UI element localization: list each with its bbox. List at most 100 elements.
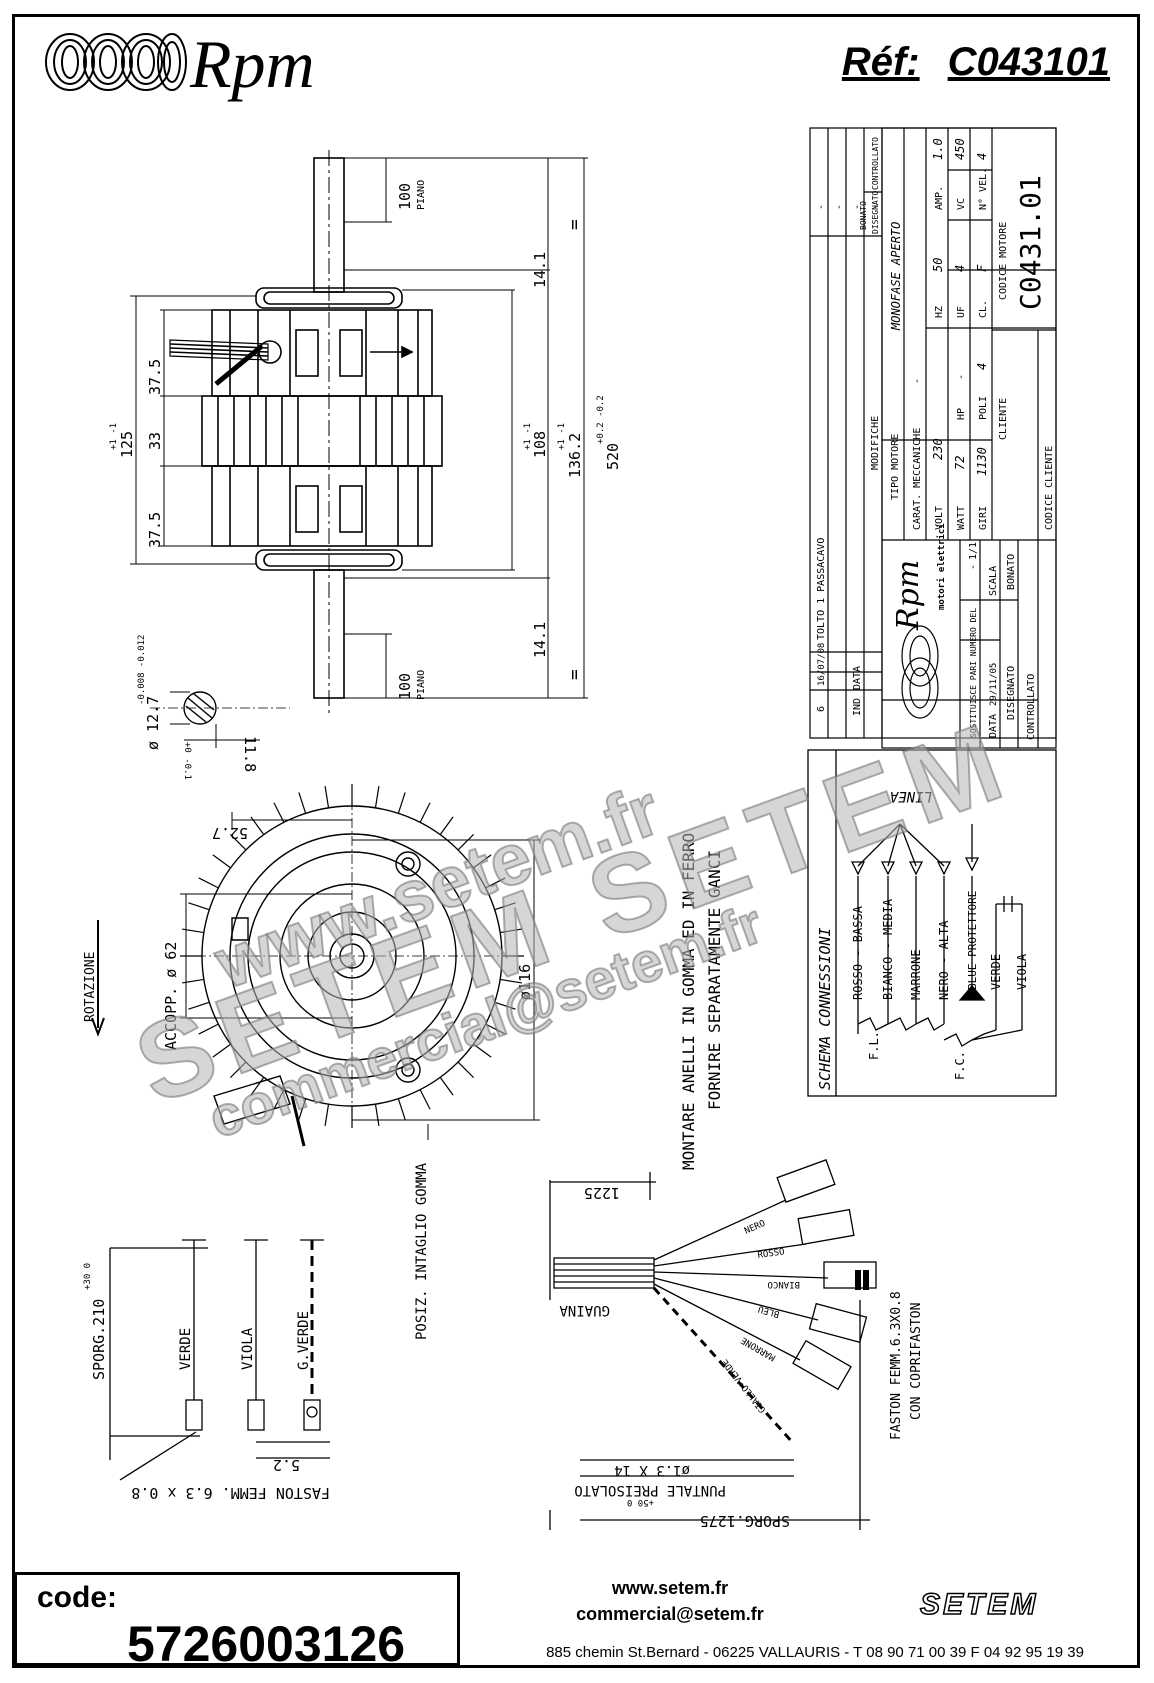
fornire-note: FORNIRE SEPARATAMENTE GANCI: [705, 850, 724, 1110]
lead-wire-bleu: BLEU: [757, 1303, 781, 1319]
code-value: 5726003126: [127, 1616, 406, 1672]
tb-rev-number: 6: [816, 706, 827, 712]
posiz-label: POSIZ. INTAGLIO GOMMA: [414, 1162, 430, 1340]
tb-carat-label: CARAT. MECCANICHE: [912, 428, 923, 530]
dim-520: 520: [604, 443, 622, 470]
footer-email[interactable]: commercial@setem.fr: [576, 1604, 764, 1624]
tb-bonato: BONATO: [859, 201, 868, 230]
brand-name: Rpm: [190, 26, 315, 102]
tb-uf-label: UF: [956, 306, 967, 318]
dim-136-tol: +1 -1: [557, 423, 567, 450]
dimension-texts: 100 PIANO 14.1 37.5 33 37.5 125 +1 -1 10…: [109, 180, 622, 700]
tb-codice-motore: C0431.01: [1014, 175, 1047, 310]
tb-dash-3: -: [852, 204, 863, 210]
tb-nvel: 4: [975, 153, 989, 160]
tb-hz: 50: [931, 258, 945, 272]
schema-fl: F.L.: [867, 1031, 881, 1060]
schema-wire-7: VIOLA: [1015, 953, 1029, 990]
schema-wire-1: ROSSO - BASSA: [851, 905, 865, 1000]
dim-eq-bottom: =: [564, 669, 585, 680]
dim-33: 33: [146, 432, 164, 450]
tb-scala: 1/1: [968, 542, 979, 560]
dim-125: 125: [118, 431, 136, 458]
tb-poli-label: POLI: [978, 396, 989, 420]
tb-dash-2: -: [834, 204, 845, 210]
cooling-fin: [212, 854, 232, 869]
tb-controllato-label: CONTROLLATO: [1026, 674, 1037, 740]
dim-shaft-dia: ø 12.7: [144, 696, 162, 750]
lead-puntale-dim: ø1.3 X 14: [614, 1462, 690, 1478]
schema-wire-3: MARRONE: [909, 949, 923, 1000]
dim-14-1-top: 14.1: [531, 252, 549, 288]
cooling-fin: [419, 1089, 431, 1110]
dim-52-7: 52.7: [212, 824, 248, 842]
dim-flat: 11.8: [241, 736, 259, 772]
front-fins: [180, 784, 524, 1128]
cooling-fin: [273, 1089, 285, 1110]
tb-cliente-label: CLIENTE: [998, 398, 1009, 440]
footer-website[interactable]: www.setem.fr: [611, 1578, 729, 1598]
tb-hz-label: HZ: [934, 306, 945, 318]
tb-vc: 450: [953, 138, 967, 160]
cooling-fin: [439, 1076, 454, 1096]
cooling-fin: [419, 802, 431, 823]
cooling-fin: [250, 1076, 265, 1096]
tb-amp-label: AMP.: [934, 186, 945, 210]
tb-watt: 72: [953, 456, 967, 470]
lead-puntale: PUNTALE PREISOLATO: [574, 1482, 726, 1498]
cooling-fin: [397, 1098, 406, 1120]
tb-disegnato-label: DISEGNATO: [1006, 666, 1017, 720]
ground-texts: VERDE VIOLA G.VERDE SPORG.210 +30 0 5.2 …: [83, 1263, 330, 1502]
ref-label: Réf:: [841, 40, 920, 84]
ground-faston-bottom: FASTON FEMM. 6.3 x 0.8: [131, 1484, 330, 1502]
tb-giri: 1130: [975, 447, 989, 476]
tb-vc-label: VC: [956, 198, 967, 210]
dim-100-top: 100: [396, 183, 414, 210]
dim-125-tol: +1 -1: [109, 423, 119, 450]
lead-sporg1275: SPORG.1275: [700, 1512, 790, 1530]
reference: Réf:C043101: [842, 40, 1110, 85]
tb-hp-label: HP: [956, 408, 967, 420]
cooling-fin: [457, 833, 475, 851]
shaft-section: [150, 691, 290, 748]
tb-poli: 4: [975, 363, 989, 370]
cooling-fin: [397, 792, 406, 814]
ground-viola: VIOLA: [240, 1327, 256, 1370]
title-block-texts: - - - - 6 16/07/08 TOLTO 1 PASSACAVO IND…: [816, 137, 1055, 740]
tb-tipo-motore: MONOFASE APERTO: [889, 222, 903, 331]
cooling-fin: [324, 786, 330, 808]
cooling-fin: [273, 802, 285, 823]
dim-520-tol: +0.2 -0.2: [596, 395, 606, 444]
dim-eq-top: =: [564, 219, 585, 230]
cooling-fin: [229, 1061, 247, 1079]
tb-logo-sub: motori elettrici: [936, 523, 947, 610]
tb-disegnato-value: BONATO: [1006, 554, 1017, 590]
schema-fc: F.C.: [953, 1051, 967, 1080]
tb-nvel-label: N° VEL.: [978, 168, 989, 210]
dim-37-5-top: 37.5: [146, 359, 164, 395]
tb-scala-label: SCALA: [988, 566, 999, 596]
dim-108-tol: +1 -1: [523, 423, 533, 450]
lead-sporg1275-tol: +50 0: [627, 1497, 654, 1507]
tb-rev-date: 16/07/08: [817, 643, 827, 686]
cooling-fin: [212, 1043, 232, 1058]
lead-1225: 1225: [584, 1184, 620, 1202]
dim-14-1-bottom: 14.1: [531, 622, 549, 658]
cooling-fin: [298, 792, 307, 814]
dim-piano-top: PIANO: [416, 180, 427, 210]
setem-logo: SETEM: [919, 1587, 1039, 1622]
tb-uf: 4: [953, 265, 967, 272]
tb-volt-label: VOLT: [934, 506, 945, 530]
schema-wire-6: VERDE: [989, 954, 1003, 990]
rpm-coil-logo: [45, 33, 187, 91]
cooling-fin: [485, 877, 506, 889]
dimension-lines: [130, 157, 588, 699]
tb-codice-cliente-label: CODICE CLIENTE: [1044, 446, 1055, 530]
tb-cl-label: CL.: [978, 300, 989, 318]
dim-accopp: ACCOPP. ø 62: [162, 942, 180, 1050]
ground-g-verde: G.VERDE: [296, 1311, 312, 1370]
schema-box: [807, 749, 1057, 1097]
cooling-fin: [494, 1001, 516, 1010]
code-label: code:: [37, 1581, 118, 1614]
